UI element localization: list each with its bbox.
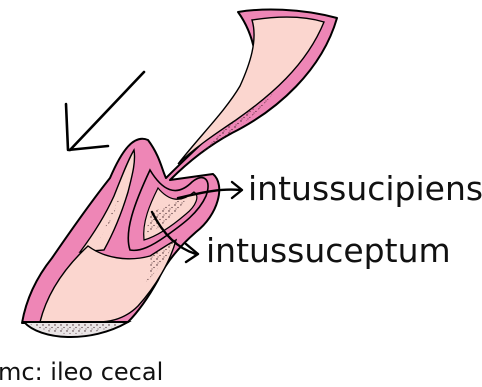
arrow-down-left-icon bbox=[66, 72, 144, 150]
label-intussusceptum: intussuceptum bbox=[206, 231, 451, 270]
label-location: mc: ileo cecal bbox=[0, 358, 163, 386]
label-intussuscipiens: intussucipiens bbox=[248, 169, 482, 208]
